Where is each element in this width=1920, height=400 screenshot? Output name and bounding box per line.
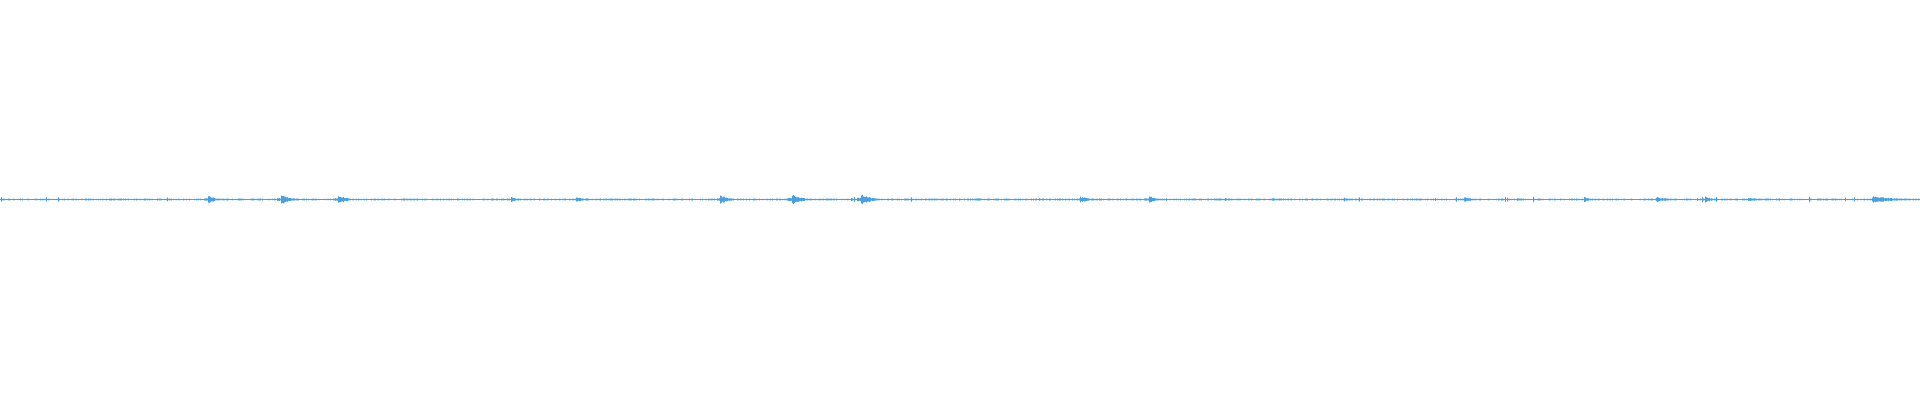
waveform-peaks [0, 194, 1920, 205]
waveform-path [0, 194, 1920, 205]
